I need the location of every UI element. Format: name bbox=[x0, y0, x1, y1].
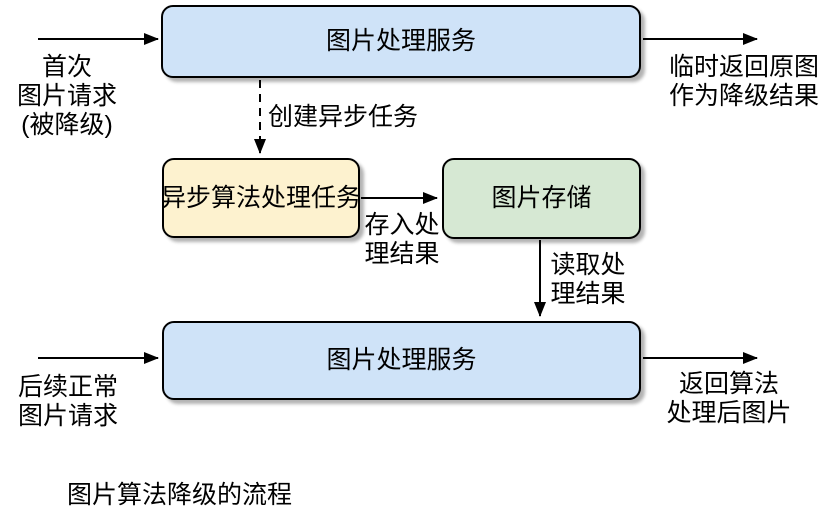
node-image-service-top-label: 图片处理服务 bbox=[325, 27, 476, 55]
edge-label-store-result: 存入处 理结果 bbox=[364, 211, 440, 268]
node-image-storage-label: 图片存储 bbox=[491, 184, 592, 212]
node-image-service-top: 图片处理服务 bbox=[161, 5, 641, 78]
edge-label-temp-return: 临时返回原图 作为降级结果 bbox=[668, 53, 819, 110]
node-image-service-bottom: 图片处理服务 bbox=[162, 321, 641, 400]
node-image-service-bottom-label: 图片处理服务 bbox=[326, 346, 477, 374]
node-async-task: 异步算法处理任务 bbox=[161, 158, 362, 238]
edge-label-first-request: 首次 图片请求 (被降级) bbox=[16, 53, 117, 139]
diagram-title: 图片算法降级的流程 bbox=[67, 481, 293, 509]
edge-label-create-task: 创建异步任务 bbox=[268, 103, 419, 131]
node-image-storage: 图片存储 bbox=[442, 158, 641, 239]
edge-label-subsequent-request: 后续正常 图片请求 bbox=[17, 373, 118, 430]
edge-label-return-processed: 返回算法 处理后图片 bbox=[666, 370, 792, 427]
node-async-task-label: 异步算法处理任务 bbox=[161, 183, 362, 212]
edge-label-read-result: 读取处 理结果 bbox=[550, 251, 626, 308]
